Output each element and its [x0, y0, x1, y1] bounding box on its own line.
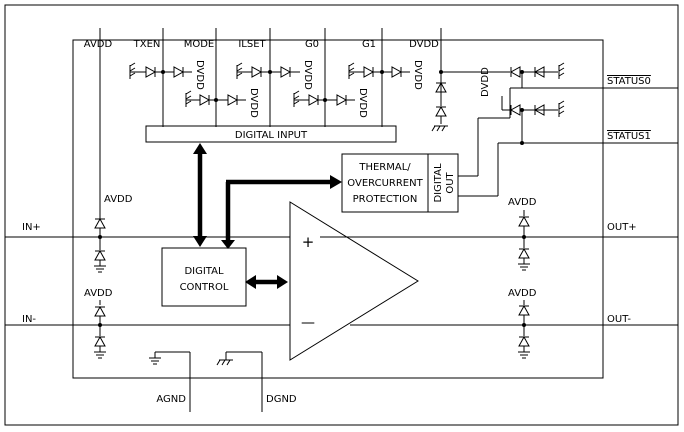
ilset-pin-label: ILSET [238, 39, 266, 50]
out-minus-esd [517, 300, 531, 359]
in-minus-pin-label: IN- [22, 314, 36, 325]
dgnd-connection [216, 351, 263, 412]
digital-control-line1: DIGITAL [184, 266, 224, 277]
dgnd-pin-label: DGND [266, 394, 297, 405]
thermal-line3: PROTECTION [353, 194, 418, 205]
digital-input-label: DIGITAL INPUT [235, 130, 308, 141]
agnd-pin-label: AGND [156, 394, 186, 405]
g0-pin-label: G0 [305, 39, 319, 50]
outer-frame [4, 4, 679, 426]
in-plus-esd [93, 28, 107, 273]
out-plus-esd [517, 210, 531, 271]
in-minus-esd [93, 300, 107, 359]
dvdd-label-g1: DVDD [412, 60, 423, 90]
thermal-line1: THERMAL/ [358, 162, 411, 173]
dvdd-label-g0: DVDD [357, 88, 368, 118]
avdd-label-out-plus: AVDD [508, 197, 537, 208]
agnd-connection [148, 351, 191, 412]
dvdd-label-mode: DVDD [248, 88, 259, 118]
avdd-label-in-plus: AVDD [104, 194, 133, 205]
dvdd-label-status: DVDD [480, 67, 491, 97]
g1-pin-label: G1 [362, 39, 376, 50]
digital-out-block [427, 153, 459, 213]
amp-minus-sign: — [301, 315, 315, 331]
digital-out-line2: OUT [445, 171, 456, 193]
status-esd [501, 62, 678, 145]
status0-pin-label: STATUS0 [607, 76, 651, 87]
esd-diode-row-upper [129, 62, 410, 80]
digital-control-line2: CONTROL [180, 282, 229, 293]
ic-body [72, 39, 604, 379]
esd-diode-row-lower [185, 90, 355, 108]
avdd-label-out-minus: AVDD [508, 288, 537, 299]
dvdd-esd-stack [431, 70, 508, 132]
thermal-line2: OVERCURRENT [347, 178, 423, 189]
dvdd-label-ilset: DVDD [302, 60, 313, 90]
dvdd-label-txen: DVDD [194, 60, 205, 90]
in-plus-pin-label: IN+ [22, 222, 41, 233]
amp-plus-sign: + [302, 233, 315, 251]
txen-pin-label: TXEN [133, 39, 161, 50]
avdd-label-in-minus: AVDD [84, 288, 113, 299]
status1-pin-label: STATUS1 [607, 131, 651, 142]
amplifier-triangle [289, 201, 419, 361]
digital-control-block [161, 247, 247, 307]
out-minus-pin-label: OUT- [607, 314, 631, 325]
bus-arrows [193, 143, 342, 289]
mode-pin-label: MODE [184, 39, 215, 50]
digital-input-block [145, 125, 397, 143]
out-plus-pin-label: OUT+ [607, 222, 637, 233]
avdd-top-label: AVDD [84, 39, 113, 50]
digital-out-line1: DIGITAL [433, 163, 444, 203]
dvdd-top-label: DVDD [409, 39, 439, 50]
